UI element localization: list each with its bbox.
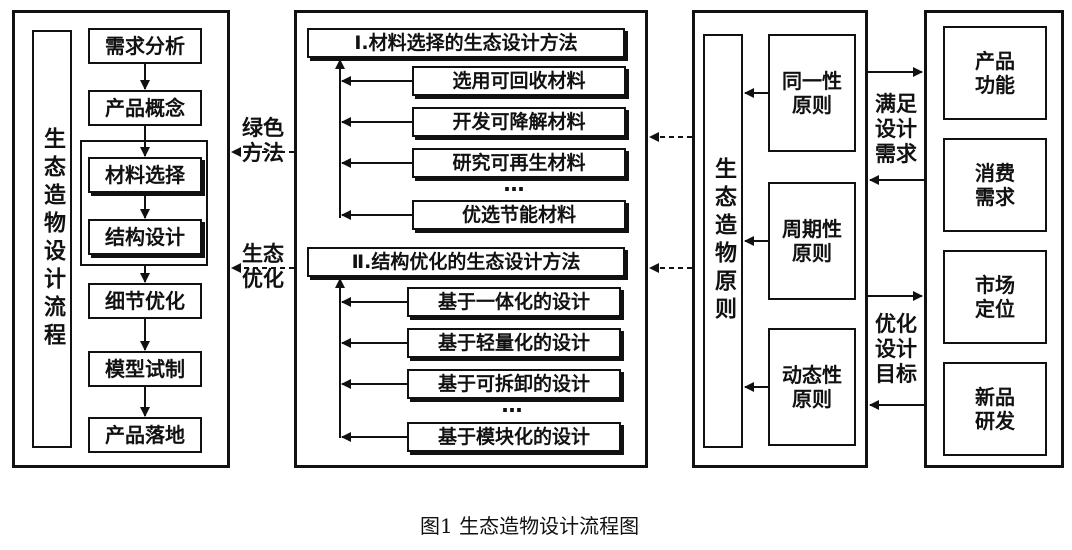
need-new-product-dev: 新品 研发 (943, 362, 1047, 456)
section1-item-renewable: 研究可再生材料 (412, 148, 626, 178)
label-optimize-goal: 优化 设计 目标 (875, 312, 917, 387)
link-label-green-method: 绿色 方法 (242, 116, 284, 166)
section1-item-degradable: 开发可降解材料 (412, 107, 626, 137)
link-label-eco-optimize: 生态 优化 (242, 242, 284, 292)
section2-ellipsis: … (501, 393, 523, 417)
flow-title: 生态造物设计流程 (32, 30, 72, 448)
principle-cycle: 周期性 原则 (768, 182, 856, 300)
section2-item-detachable: 基于可拆卸的设计 (407, 369, 621, 399)
label-meet-needs: 满足 设计 需求 (875, 92, 917, 167)
section1-item-recyclable: 选用可回收材料 (412, 66, 626, 96)
flow-step-product-launch: 产品落地 (88, 417, 202, 453)
section1-item-energy-saving: 优选节能材料 (412, 200, 626, 230)
section2-item-integrated: 基于一体化的设计 (407, 287, 621, 317)
principles-title: 生态造物原则 (703, 34, 743, 448)
flow-step-detail-optimization: 细节优化 (88, 283, 202, 319)
flow-step-material-selection: 材料选择 (88, 157, 202, 193)
need-consumer-demand: 消费 需求 (943, 138, 1047, 232)
flow-step-demand-analysis: 需求分析 (88, 28, 202, 64)
section2-item-modular: 基于模块化的设计 (407, 422, 621, 452)
section2-title: Ⅱ.结构优化的生态设计方法 (307, 247, 625, 277)
need-product-function: 产品 功能 (943, 26, 1047, 120)
flow-step-product-concept: 产品概念 (88, 90, 202, 126)
section2-item-lightweight: 基于轻量化的设计 (407, 328, 621, 358)
principle-dynamic: 动态性 原则 (768, 328, 856, 446)
section1-title: Ⅰ.材料选择的生态设计方法 (307, 28, 625, 58)
principle-identity: 同一性 原则 (768, 34, 856, 152)
need-market-position: 市场 定位 (943, 250, 1047, 344)
flow-step-structure-design: 结构设计 (88, 219, 202, 255)
section1-ellipsis: … (503, 172, 525, 196)
figure-caption: 图1 生态造物设计流程图 (420, 514, 640, 538)
flow-step-prototype: 模型试制 (88, 351, 202, 387)
